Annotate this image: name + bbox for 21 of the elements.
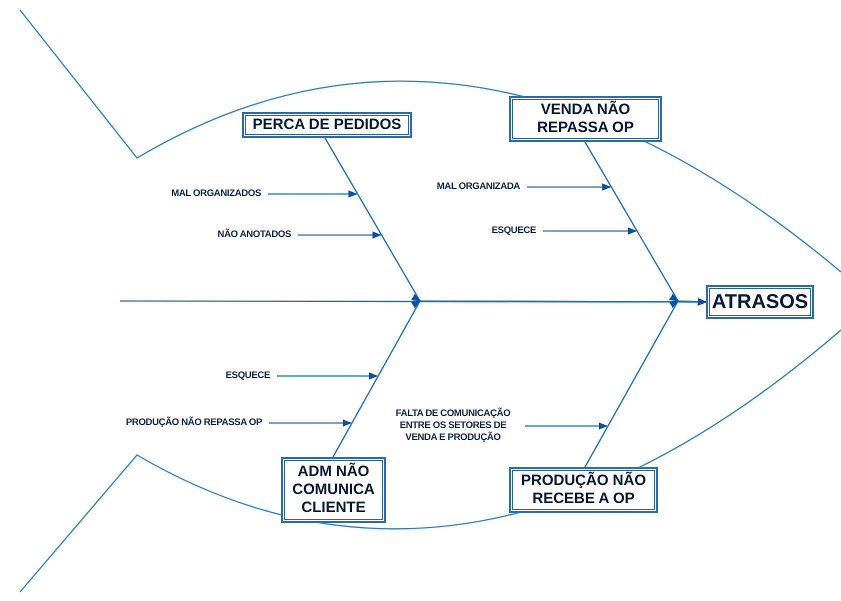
cause-label: PRODUÇÃO NÃO REPASSA OP — [98, 415, 266, 431]
cause-label: MAL ORGANIZADA — [418, 179, 524, 195]
cause-label: FALTA DE COMUNICAÇÃO ENTRE OS SETORES DE VENDA E PRODUÇÃO — [384, 405, 522, 447]
arrow — [277, 372, 378, 380]
category-box: VENDA NÃO REPASSA OP — [509, 96, 662, 142]
category-box: PERCA DE PEDIDOS — [242, 112, 412, 138]
arrow — [298, 231, 382, 239]
cause-label: NÃO ANOTADOS — [198, 227, 295, 243]
arrow — [120, 298, 707, 306]
category-box: ADM NÃO COMUNICA CLIENTE — [281, 457, 386, 523]
arrow — [525, 422, 608, 430]
arrow — [268, 190, 358, 198]
effect-box: ATRASOS — [706, 285, 814, 319]
cause-label: MAL ORGANIZADOS — [148, 186, 265, 202]
category-box: PRODUÇÃO NÃO RECEBE A OP — [509, 467, 658, 513]
arrow — [269, 419, 352, 427]
cause-label: ESQUECE — [214, 368, 274, 384]
cause-label: ESQUECE — [470, 223, 540, 239]
arrow — [584, 298, 706, 468]
arrow — [527, 183, 612, 191]
arrow — [543, 227, 637, 235]
